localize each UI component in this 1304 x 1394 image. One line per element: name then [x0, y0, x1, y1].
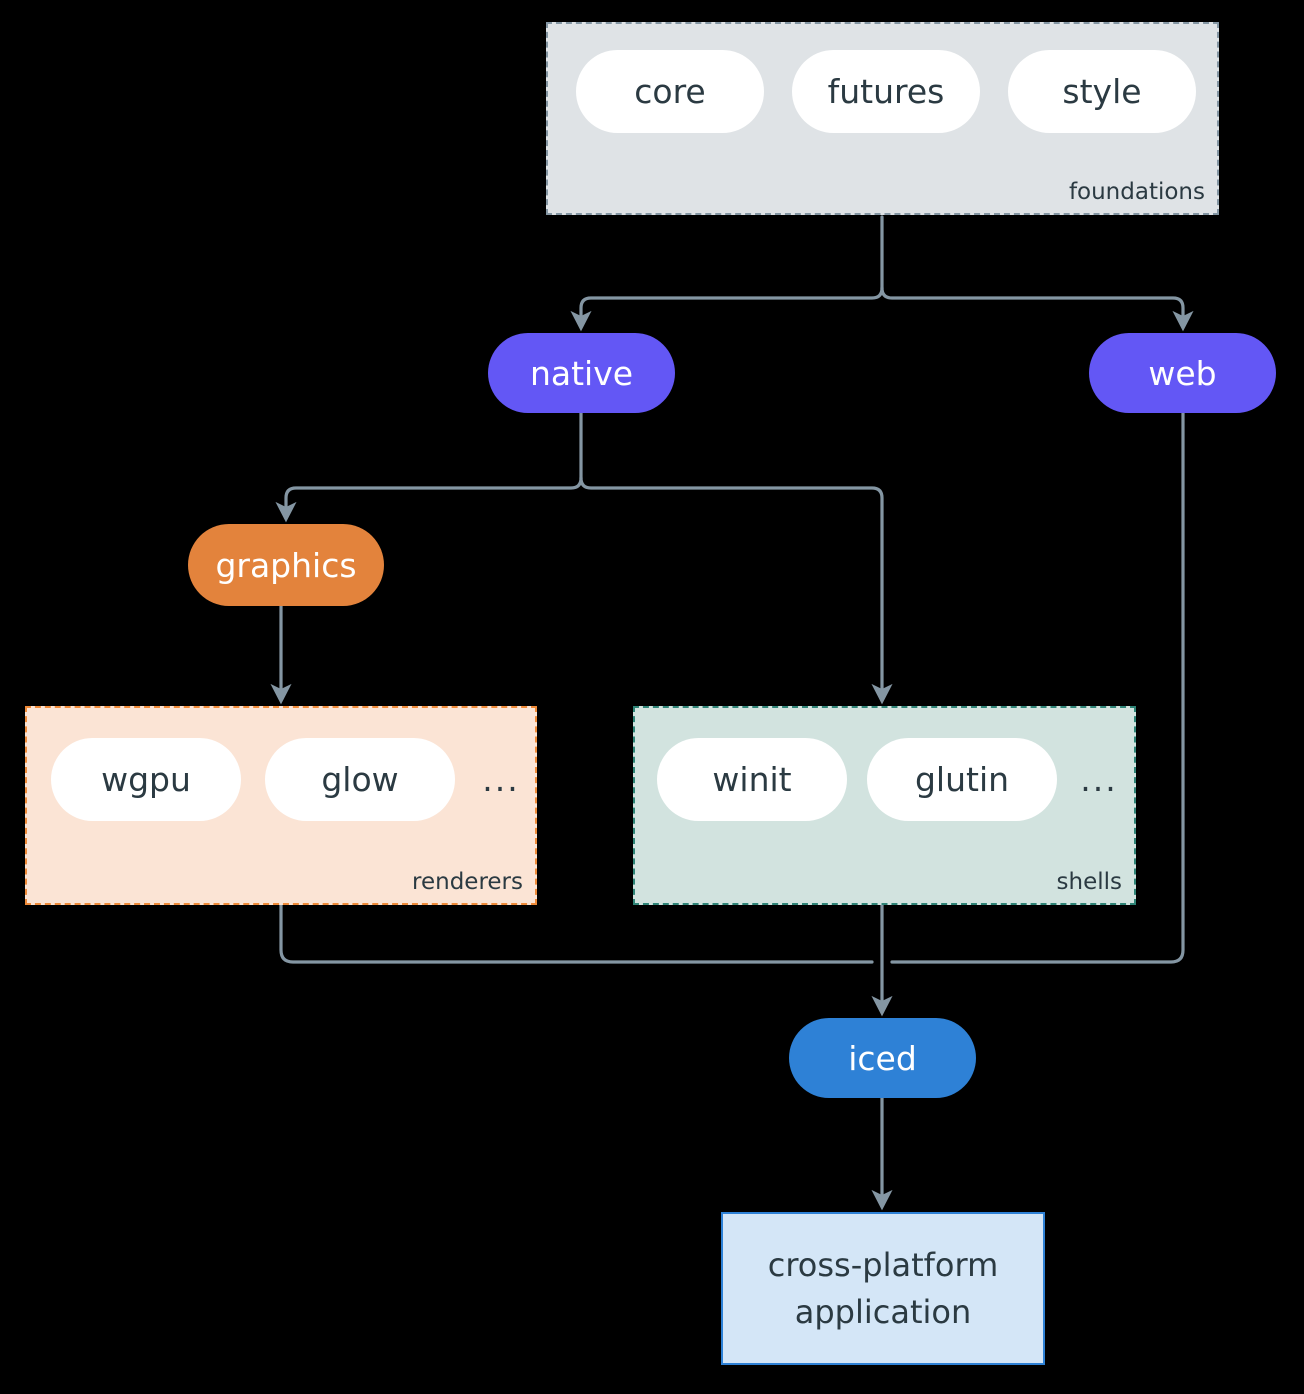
- chip-futures[interactable]: futures: [792, 50, 980, 133]
- group-label-foundations: foundations: [1068, 179, 1205, 205]
- edge-foundations-to-web: [880, 286, 1194, 332]
- node-web[interactable]: web: [1089, 333, 1276, 413]
- chip-glutin[interactable]: glutin: [867, 738, 1057, 821]
- renderers-ellipsis: ...: [482, 760, 520, 799]
- edge-native-to-shells: [579, 476, 893, 705]
- chip-wgpu[interactable]: wgpu: [51, 738, 241, 821]
- node-native[interactable]: native: [488, 333, 675, 413]
- application-line-1: cross-platform: [767, 1246, 999, 1285]
- group-label-renderers: renderers: [412, 869, 523, 895]
- group-foundations: core futures style foundations: [546, 22, 1219, 215]
- chip-style[interactable]: style: [1008, 50, 1196, 133]
- edge-native-to-graphics: [275, 476, 583, 523]
- chip-winit[interactable]: winit: [657, 738, 847, 821]
- edge-renderers-to-iced: [279, 903, 874, 964]
- node-graphics[interactable]: graphics: [188, 524, 384, 606]
- group-shells: winit glutin ... shells: [633, 706, 1136, 905]
- chip-glow[interactable]: glow: [265, 738, 455, 821]
- node-cross-platform-application[interactable]: cross-platform application: [721, 1212, 1045, 1365]
- group-label-shells: shells: [1056, 869, 1122, 895]
- foundations-chip-row: core futures style: [576, 50, 1196, 133]
- node-iced[interactable]: iced: [789, 1018, 976, 1098]
- shells-chip-row: winit glutin ...: [657, 738, 1121, 821]
- chip-core[interactable]: core: [576, 50, 764, 133]
- shells-ellipsis: ...: [1080, 760, 1118, 799]
- application-line-2: application: [794, 1292, 972, 1331]
- edge-foundations-to-native: [570, 286, 884, 332]
- group-renderers: wgpu glow ... renderers: [25, 706, 537, 905]
- renderers-chip-row: wgpu glow ...: [51, 738, 523, 821]
